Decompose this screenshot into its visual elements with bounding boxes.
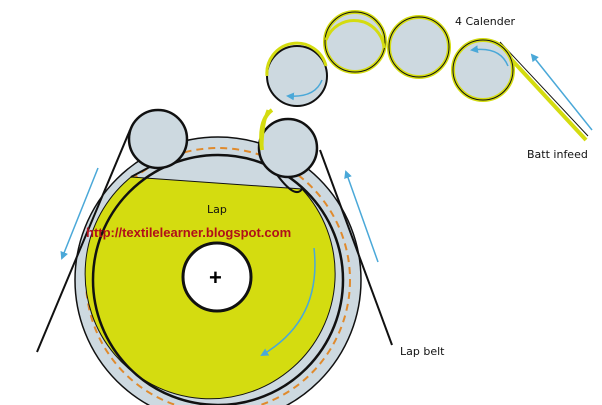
- lap-belt-left: [36, 129, 131, 353]
- calender-roller-2-edge: [324, 11, 386, 73]
- lap-rotation-arrow: [260, 247, 316, 357]
- lap-core: [181, 241, 253, 313]
- calender-label: 4 Calender: [455, 15, 515, 28]
- batt-direction-arrow: [530, 53, 593, 131]
- roller-rotation-arrow-4: [470, 45, 509, 67]
- lap-belt-label: Lap belt: [400, 345, 445, 358]
- watermark-url: http://textilelearner.blogspot.com: [86, 225, 291, 240]
- lap-belt-right: [319, 149, 393, 346]
- calender-roller-3-edge: [388, 16, 450, 78]
- calender-roller-1: [266, 45, 328, 107]
- lap-inner-ring: [91, 153, 345, 405]
- calender-batt-wrap: [260, 19, 386, 151]
- belt-left-direction-arrow: [60, 167, 99, 260]
- calender-roller-4-edge: [452, 39, 514, 101]
- roller-rotation-arrow-1: [286, 79, 323, 101]
- belt-roller-right: [257, 117, 319, 179]
- core-center-mark: +: [209, 265, 222, 290]
- lap-label: Lap: [207, 203, 227, 216]
- belt-right-direction-arrow: [344, 170, 379, 263]
- batt-infeed-label: Batt infeed: [527, 148, 588, 161]
- batt-web-edge: [499, 41, 589, 137]
- belt-roller-left: [127, 108, 189, 170]
